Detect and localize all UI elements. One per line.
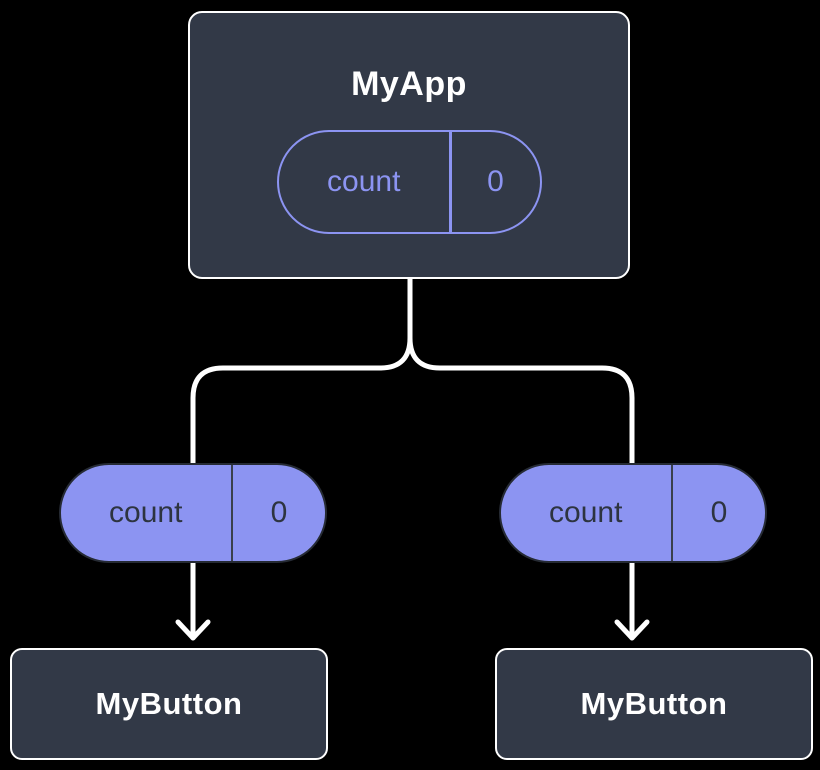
mybutton-node-right: MyButton [495,648,813,760]
state-value-label: 0 [487,165,504,198]
myapp-node: MyApp count 0 [188,11,630,279]
pill-divider [449,132,452,232]
connector-fork-left [190,276,413,466]
prop-value-label: 0 [710,496,728,529]
state-key-label: count [327,165,401,198]
connector-fork-right [407,276,635,466]
prop-value-label: 0 [270,496,288,529]
mybutton-node-left: MyButton [10,648,328,760]
arrowhead-down-left-icon [175,619,211,641]
arrowhead-down-right-icon [614,619,650,641]
mybutton-node-title: MyButton [580,686,728,721]
prop-pill-left: count 0 [59,463,327,563]
root-state-pill: count 0 [276,130,542,234]
prop-pill-right: count 0 [499,463,767,563]
prop-key-label: count [109,496,183,529]
mybutton-node-title: MyButton [95,686,243,721]
pill-divider [670,465,673,561]
pill-divider [230,465,233,561]
myapp-node-title: MyApp [351,65,467,103]
prop-key-label: count [549,496,623,529]
